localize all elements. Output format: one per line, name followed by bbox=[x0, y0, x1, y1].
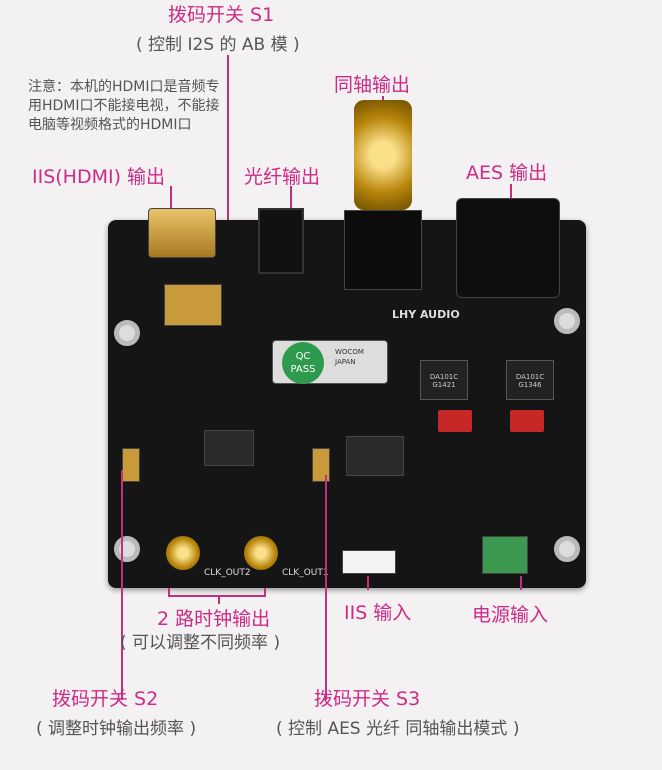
transformer-1: DA101C G1421 bbox=[420, 360, 468, 400]
power-pointer-line bbox=[520, 576, 522, 590]
power-terminal bbox=[482, 536, 528, 574]
iis-input-header bbox=[342, 550, 396, 574]
coax-rca-connector bbox=[354, 100, 412, 210]
iis-input-pointer-line bbox=[367, 576, 369, 590]
aes-output-label: AES 输出 bbox=[466, 162, 548, 184]
s2-description: ( 调整时钟输出频率 ) bbox=[36, 719, 197, 739]
hdmi-note: 注意：本机的HDMI口是音频专用HDMI口不能接电视，不能接电脑等视频格式的HD… bbox=[28, 79, 220, 133]
clock-output-description: ( 可以调整不同频率 ) bbox=[120, 633, 281, 653]
power-input-label: 电源输入 bbox=[472, 604, 549, 626]
brand-silkscreen: LHY AUDIO bbox=[392, 308, 460, 321]
clk-out1-sma bbox=[244, 536, 278, 570]
clock-output-title: 2 路时钟输出 bbox=[157, 608, 271, 630]
clock-bracket-right bbox=[264, 588, 266, 596]
optical-pointer-line bbox=[290, 186, 292, 208]
iis-hdmi-output-label: IIS(HDMI) 输出 bbox=[32, 166, 166, 188]
dip-switch-s2 bbox=[122, 448, 140, 482]
clock-bracket-tick bbox=[218, 596, 220, 604]
clk-out2-silk: CLK_OUT2 bbox=[204, 568, 251, 578]
dip-switch-s3 bbox=[312, 448, 330, 482]
hdmi-pointer-line bbox=[170, 186, 172, 210]
optical-connector bbox=[258, 208, 304, 274]
aes-pointer-line bbox=[510, 184, 512, 206]
clk-out2-sma bbox=[166, 536, 200, 570]
s1-description: ( 控制 I2S 的 AB 模 ) bbox=[136, 35, 300, 55]
s1-pointer-line bbox=[227, 55, 229, 295]
s3-pointer-line bbox=[325, 475, 327, 700]
clock-bracket-left bbox=[168, 588, 170, 596]
s3-title: 拨码开关 S3 bbox=[314, 688, 421, 710]
hdmi-connector bbox=[148, 208, 216, 258]
iis-input-label: IIS 输入 bbox=[344, 602, 412, 624]
s3-description: ( 控制 AES 光纤 同轴输出模式 ) bbox=[276, 719, 520, 739]
qc-pass-sticker: QC PASS bbox=[282, 342, 324, 384]
s2-title: 拨码开关 S2 bbox=[52, 688, 159, 710]
transformer-2: DA101C G1346 bbox=[506, 360, 554, 400]
clock-bracket bbox=[168, 595, 266, 597]
xlr-aes-connector bbox=[456, 198, 560, 298]
coax-housing bbox=[344, 210, 422, 290]
optical-output-label: 光纤输出 bbox=[244, 166, 321, 188]
dac-board: LHY AUDIO WOCOM JAPAN QC PASS DA101C G14… bbox=[108, 100, 586, 588]
s2-pointer-line bbox=[121, 470, 123, 700]
crystal-text: WOCOM JAPAN bbox=[335, 348, 364, 366]
clk-out1-silk: CLK_OUT1 bbox=[282, 568, 329, 578]
coax-output-label: 同轴输出 bbox=[334, 74, 411, 96]
s1-title: 拨码开关 S1 bbox=[168, 4, 275, 26]
dip-switch-s1 bbox=[164, 284, 222, 326]
